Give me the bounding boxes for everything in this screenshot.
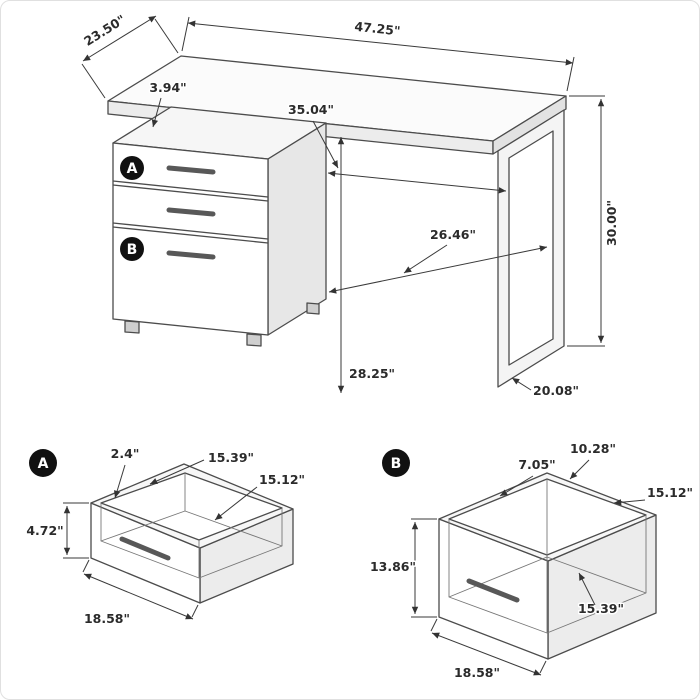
leader-line — [569, 459, 590, 480]
dim-b-inner: 15.12" — [647, 485, 693, 500]
dim-inner-clearance: 26.46" — [430, 227, 476, 242]
drawer-b-handle — [466, 578, 520, 603]
leader-line — [511, 377, 532, 391]
detail-b-label: B — [391, 456, 402, 472]
dim-leg-base: 20.08" — [533, 383, 579, 398]
callout-a-badge — [120, 156, 144, 180]
dim-b-lip: 7.05" — [518, 457, 555, 472]
dim-a-lip: 2.4" — [111, 446, 140, 461]
extension-line — [81, 63, 106, 99]
dim-a-depth-inner: 15.12" — [259, 472, 305, 487]
dim-b-width: 18.58" — [454, 665, 500, 680]
dim-gap: 3.94" — [149, 80, 186, 95]
dim-b-top: 10.28" — [570, 441, 616, 456]
dim-a-height: 4.72" — [26, 523, 63, 538]
dim-b-bottom-inner: 15.39" — [578, 601, 624, 616]
main-desk-view: A B 47.25" 23.50" 3.94" 35.04" 26.46" 30… — [80, 10, 621, 399]
cabinet-side-face — [267, 122, 327, 336]
detail-a-badge — [29, 449, 57, 477]
drawer-handle — [166, 207, 216, 217]
extension-line — [539, 660, 547, 674]
leader-line — [151, 97, 162, 128]
dim-line-clearance — [328, 245, 548, 294]
dim-line-depth — [82, 15, 157, 62]
drawer-divider — [112, 180, 269, 198]
drawer-a-detail-view: A 2.4" 15.39" 15.12" 4.72" 18.58" — [25, 445, 307, 628]
dim-line-width — [187, 20, 574, 66]
cabinet-foot — [306, 302, 320, 315]
extension-line — [82, 559, 90, 573]
extension-line — [181, 16, 190, 52]
dim-a-width: 18.58" — [84, 611, 130, 626]
detail-a-label: A — [38, 456, 49, 472]
leader-line — [499, 475, 534, 497]
cabinet-front-face — [112, 142, 269, 336]
cabinet-foot — [124, 320, 140, 334]
dim-depth-top: 23.50" — [81, 12, 128, 49]
leader-line — [578, 572, 596, 606]
dim-width-top: 47.25" — [354, 19, 401, 39]
drawer-handle — [166, 165, 216, 175]
dim-b-height: 13.86" — [370, 559, 416, 574]
callout-b-badge — [120, 237, 144, 261]
drawer-handle — [166, 250, 216, 260]
dim-inner-span: 35.04" — [288, 102, 334, 117]
callout-a-label: A — [127, 161, 138, 177]
callout-b-label: B — [127, 242, 138, 258]
leader-line — [149, 459, 205, 485]
drawer-divider — [112, 222, 269, 240]
leg-frame — [497, 109, 565, 388]
drawer-a-handle — [119, 536, 171, 561]
extension-line — [154, 18, 179, 54]
dim-line-inner-span — [327, 170, 507, 194]
detail-b-badge — [382, 449, 410, 477]
drawer-divider — [112, 226, 269, 244]
dim-line-b-width — [431, 632, 542, 676]
dim-line-a-width — [83, 573, 194, 620]
leader-line — [114, 464, 126, 499]
dim-a-depth-outer: 15.39" — [208, 450, 254, 465]
cabinet-foot — [246, 333, 262, 347]
dim-underside-height: 28.25" — [349, 366, 395, 381]
leader-line — [312, 120, 339, 169]
extension-line — [430, 618, 438, 632]
desk-top-side-edge — [492, 95, 567, 155]
drawer-b-detail-view: B 7.05" 10.28" 15.12" 13.86" 15.39" 18.5… — [368, 440, 694, 682]
leader-line — [403, 244, 448, 274]
extension-line — [191, 604, 199, 618]
leader-line — [214, 486, 258, 521]
dim-height: 30.00" — [604, 200, 619, 246]
drawer-divider — [112, 184, 269, 202]
leader-line — [613, 499, 646, 506]
